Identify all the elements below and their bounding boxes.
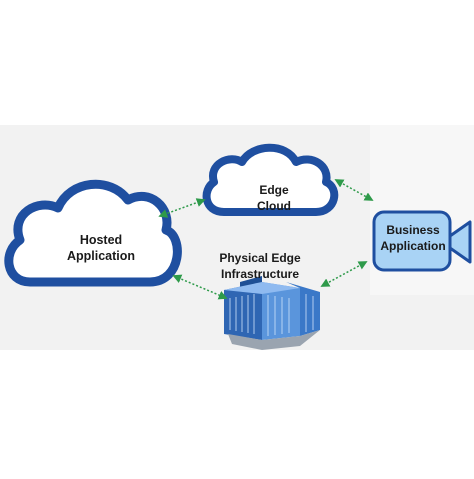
hosted-cloud-shape [4, 179, 182, 287]
physical-edge-label: Physical Edge Infrastructure [205, 250, 315, 282]
physical-label-line1: Physical Edge [219, 251, 301, 265]
business-lens [448, 220, 472, 264]
connector-physical-business [320, 261, 368, 287]
hosted-application-label: Hosted Application [46, 232, 156, 264]
hosted-label-line2: Application [66, 249, 136, 263]
business-application-label: Business Application [372, 222, 454, 254]
edge-cloud-shape [202, 143, 339, 216]
edge-label-line1: Edge [259, 183, 289, 197]
building-icon [224, 276, 320, 350]
business-label-line1: Business [386, 223, 440, 237]
edge-cloud-label: Edge Cloud [244, 182, 304, 214]
physical-label-line2: Infrastructure [220, 267, 300, 281]
hosted-label-line1: Hosted [79, 233, 123, 247]
connector-edge-business [334, 179, 374, 201]
business-label-line2: Application [380, 239, 446, 253]
edge-label-line2: Cloud [257, 199, 291, 213]
connector-hosted-physical [172, 274, 228, 300]
